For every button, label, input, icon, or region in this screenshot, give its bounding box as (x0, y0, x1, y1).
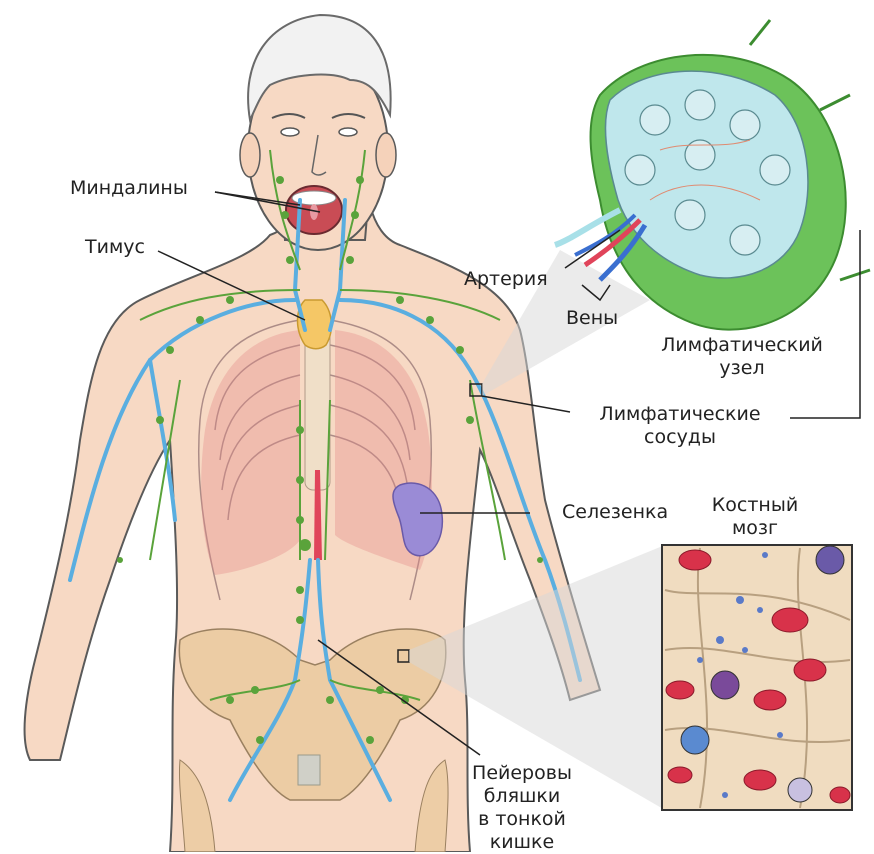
sacrum (298, 755, 320, 785)
label-bone-marrow-line1: Костный (690, 494, 820, 517)
label-peyer-line2: бляшки (452, 785, 592, 808)
label-lymph-vessels: Лимфатические сосуды (570, 403, 790, 449)
label-bone-marrow: Костный мозг (690, 494, 820, 540)
right-ear (376, 133, 396, 177)
label-peyer-line1: Пейеровы (452, 762, 592, 785)
label-tonsils: Миндалины (70, 177, 188, 200)
label-peyer-line3: в тонкой (452, 808, 592, 831)
bone-marrow-inset (662, 545, 852, 810)
label-thymus: Тимус (85, 236, 145, 259)
label-artery: Артерия (464, 268, 548, 291)
left-ear (240, 133, 260, 177)
left-eye (281, 128, 299, 136)
label-lymph-vessels-line2: сосуды (570, 426, 790, 449)
label-bone-marrow-line2: мозг (690, 517, 820, 540)
right-eye (339, 128, 357, 136)
label-spleen: Селезенка (562, 501, 668, 524)
label-peyer-line4: кишке (452, 831, 592, 854)
sternum (305, 330, 330, 490)
label-veins: Вены (566, 307, 618, 330)
label-lymph-node-line2: узел (642, 357, 842, 380)
label-lymph-node-line1: Лимфатический (642, 334, 842, 357)
label-lymph-node: Лимфатический узел (642, 334, 842, 380)
label-lymph-vessels-line1: Лимфатические (570, 403, 790, 426)
human-body (25, 15, 600, 852)
label-peyer-patches: Пейеровы бляшки в тонкой кишке (452, 762, 592, 854)
